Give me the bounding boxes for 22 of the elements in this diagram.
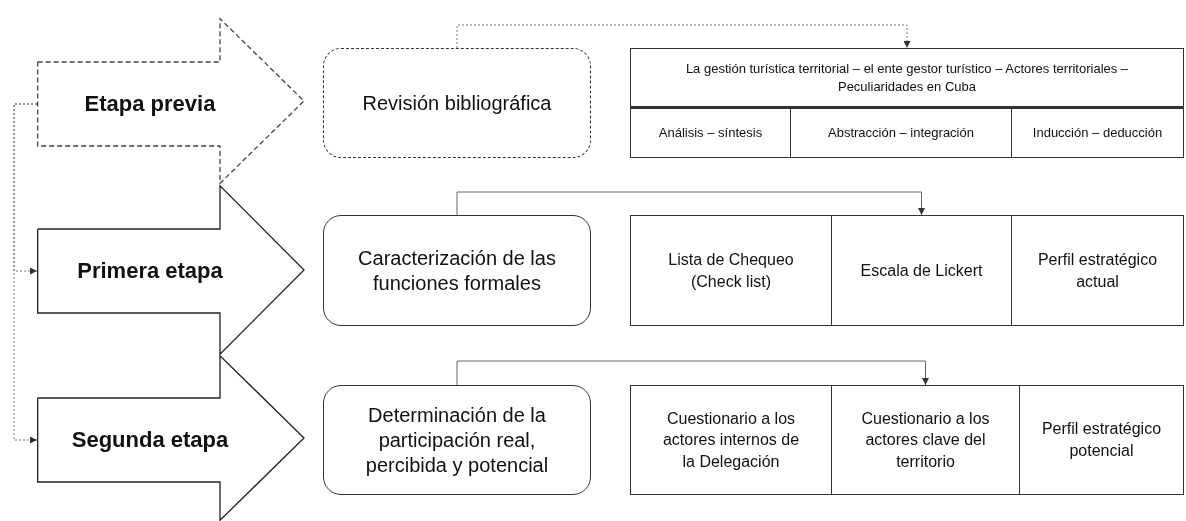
table-cell: Lista de Chequeo (Check list): [630, 215, 832, 326]
process-box: Caracterización de las funciones formales: [323, 215, 591, 326]
table-cell: La gestión turística territorial – el ente gestor turístico – Actores territoriales – Peculiaridades en Cuba: [630, 48, 1184, 109]
table-cell: Escala de Lickert: [831, 215, 1012, 326]
connector-arrow: [456, 191, 925, 216]
process-box: Determinación de la participación real, percibida y potencial: [323, 385, 591, 495]
table-cell: Perfil estratégico potencial: [1019, 385, 1184, 495]
stage-label: Etapa previa: [83, 90, 217, 118]
connector-arrow: [456, 360, 929, 386]
table-cell: Perfil estratégico actual: [1011, 215, 1184, 326]
table-cell: Cuestionario a los actores internos de la Delegación: [630, 385, 832, 495]
stage-label: Primera etapa: [76, 257, 224, 285]
table-cell: Cuestionario a los actores clave del territorio: [831, 385, 1020, 495]
table-cell: Inducción – deducción: [1011, 108, 1184, 158]
connector-arrow: [13, 103, 38, 444]
stage-label: Segunda etapa: [70, 426, 230, 454]
stage-banner: [37, 18, 305, 184]
stage-banner: [37, 355, 305, 521]
stage-banner: [37, 185, 305, 355]
table-cell: Análisis – síntesis: [630, 108, 791, 158]
process-box: Revisión bibliográfica: [323, 48, 591, 158]
connector-arrow: [456, 24, 911, 49]
